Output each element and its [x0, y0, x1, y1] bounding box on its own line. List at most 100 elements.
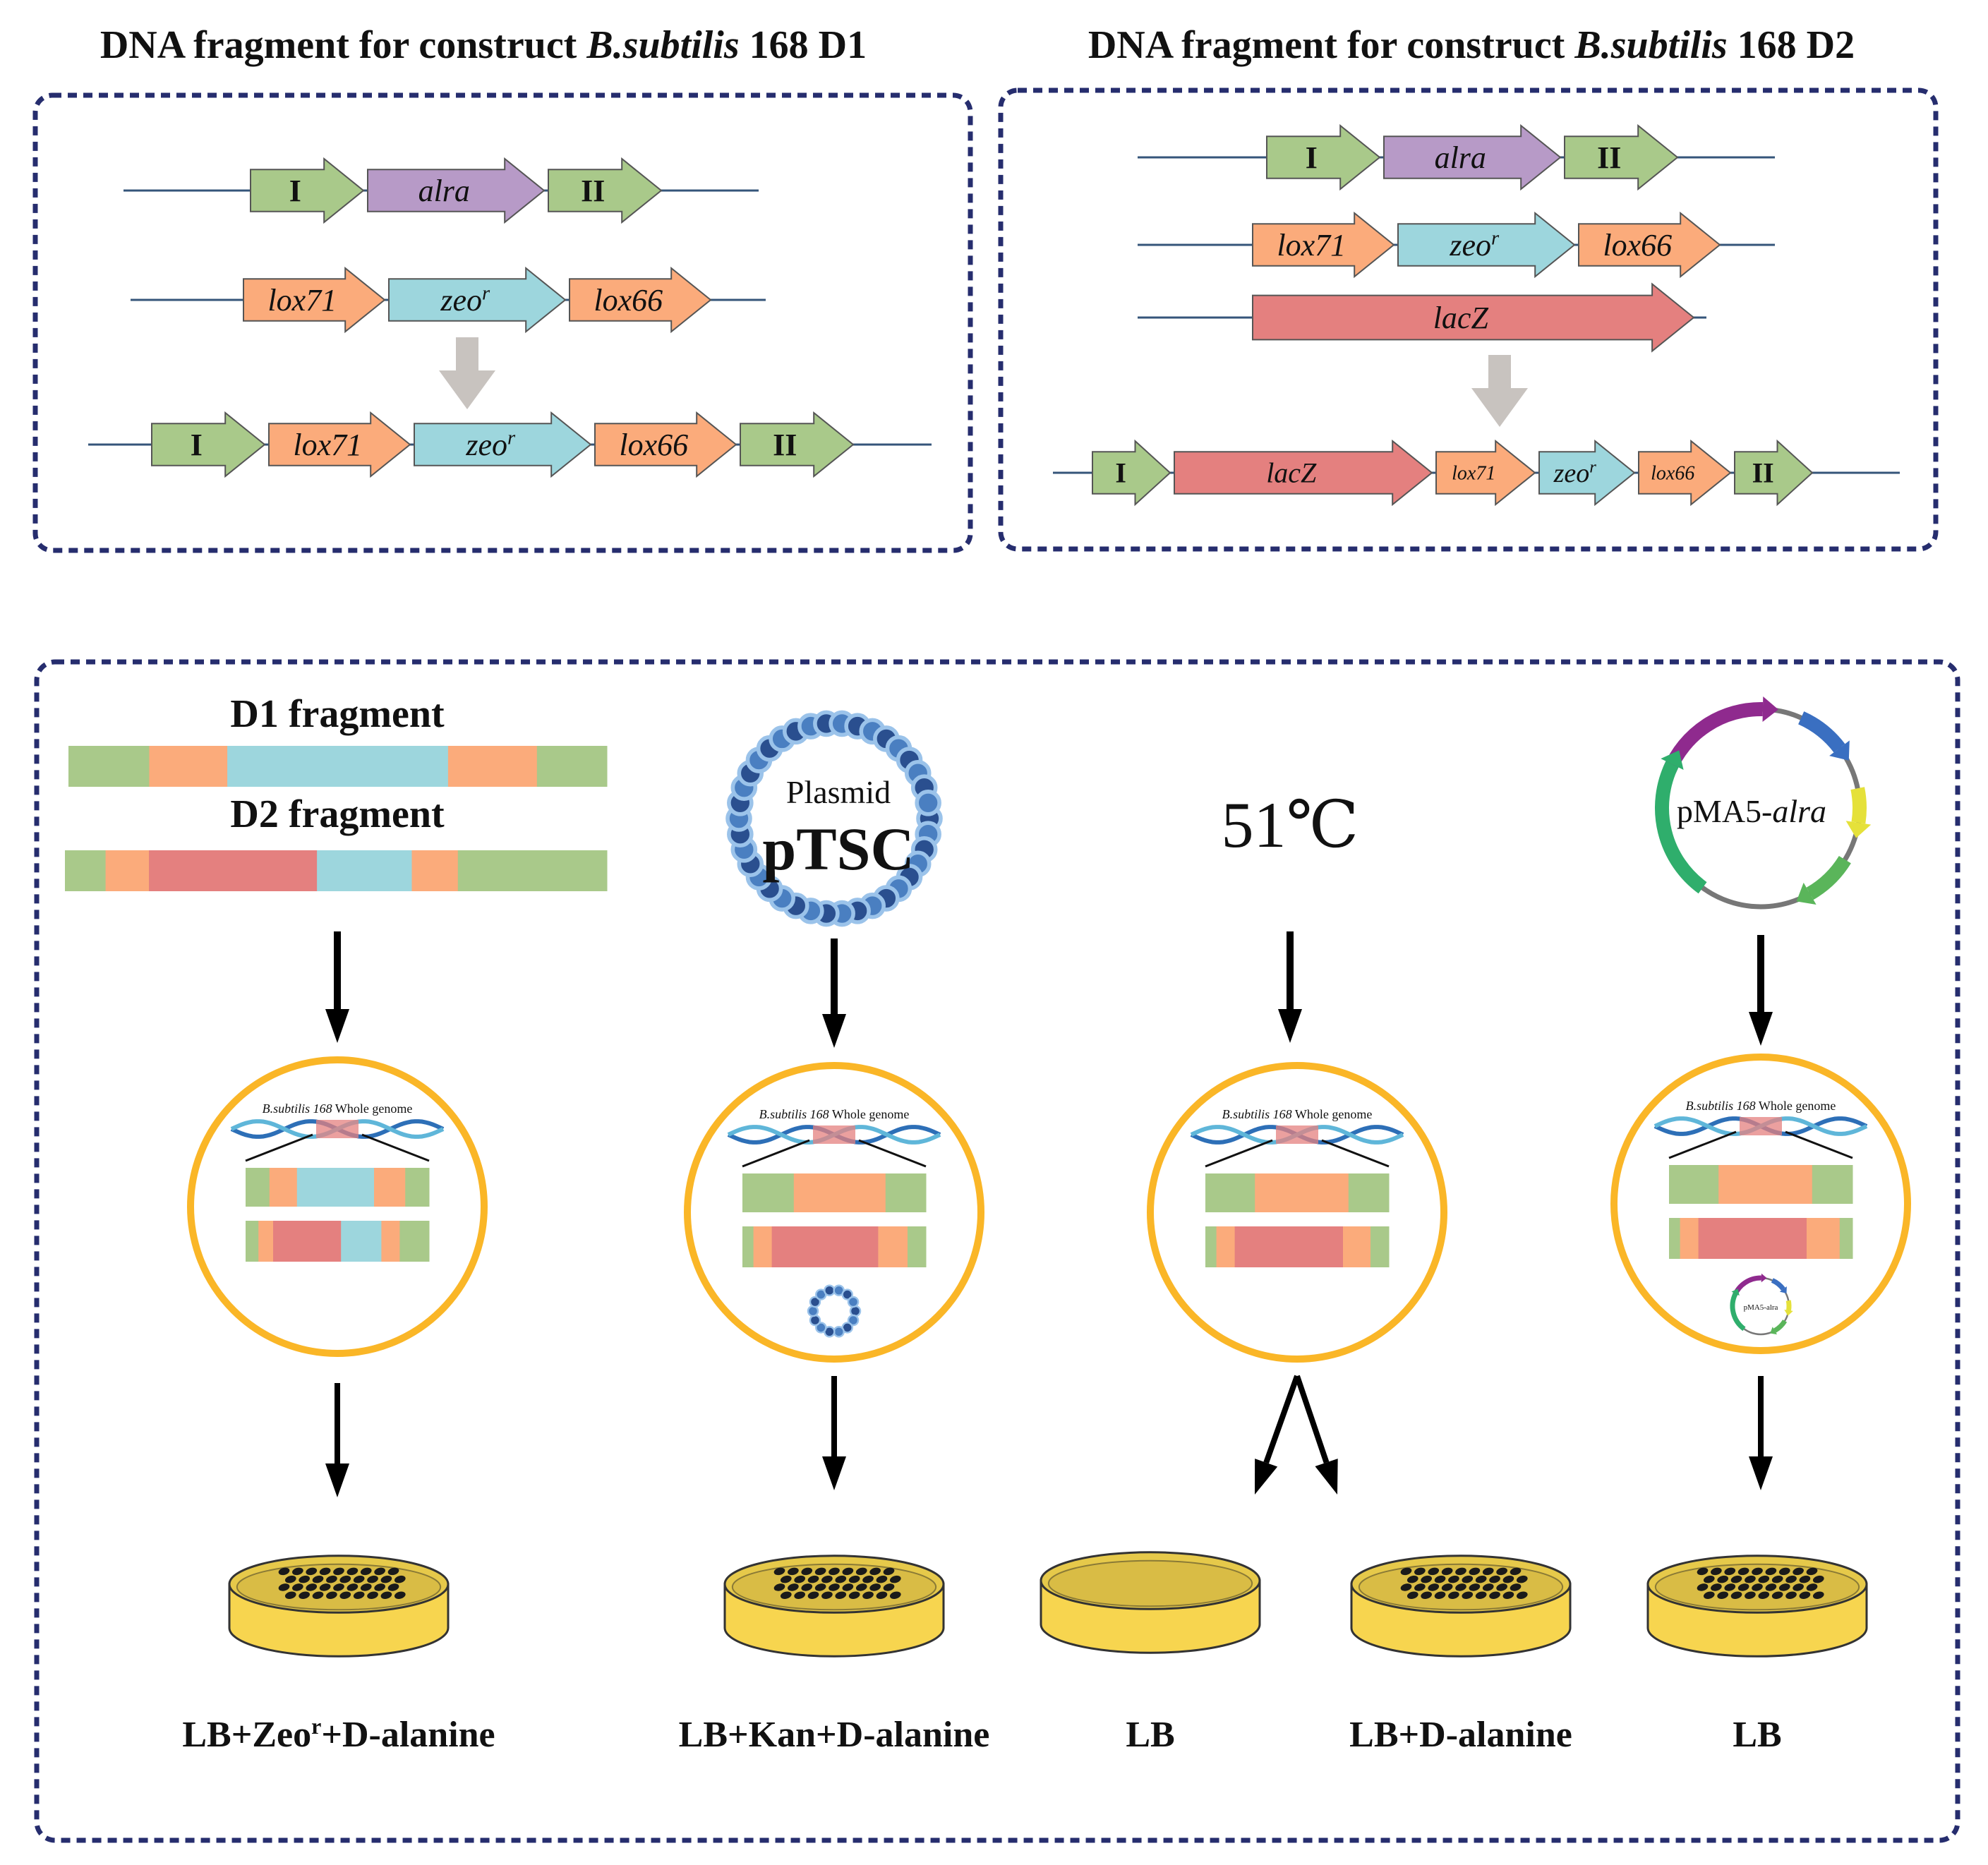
gene-zeo-arrow — [414, 411, 592, 478]
fragment-segment-orange — [374, 1168, 406, 1207]
panel-d1-border — [32, 92, 973, 553]
gene-ii-arrow — [1564, 123, 1679, 191]
fragment-segment-orange — [1680, 1218, 1699, 1259]
fragment-segment-red — [1698, 1218, 1807, 1259]
fragment-segment-orange — [149, 746, 228, 787]
fragment-segment-orange — [381, 1221, 400, 1262]
fragment-segment-green — [1839, 1218, 1853, 1259]
petri-dish-4 — [1350, 1555, 1572, 1658]
fragment-segment-orange — [411, 850, 459, 891]
gene-alra-label: alra — [1435, 140, 1486, 175]
fragment-segment-green — [457, 850, 608, 891]
fragment-segment-green — [1205, 1173, 1255, 1212]
gene-i-label: I — [1115, 457, 1126, 489]
gene-ii-arrow — [740, 411, 855, 478]
fragment-segment-orange — [447, 746, 538, 787]
fragment-segment-green — [68, 746, 150, 787]
fragment-segment-red — [149, 850, 318, 891]
mini-plasmid-pma5 — [1730, 1273, 1793, 1336]
fragment-segment-orange — [793, 1173, 886, 1212]
process-arrow — [1749, 935, 1773, 1046]
process-arrow — [822, 938, 846, 1048]
plasmid-pma5-ring — [1655, 696, 1872, 910]
process-arrow — [325, 931, 349, 1043]
gene-lacz-label: lacZ — [1433, 301, 1489, 335]
genome-locus-bar-1 — [246, 1168, 430, 1207]
gene-zeo-label: zeor — [440, 283, 490, 318]
genome-label: B.subtilis 168 Whole genome — [1686, 1099, 1836, 1113]
petri-dish-1 — [228, 1555, 450, 1658]
cell-circle-2: B.subtilis 168 Whole genome — [684, 1062, 984, 1363]
gene-lox66-label: lox66 — [1651, 463, 1694, 485]
fragment-segment-green — [1812, 1165, 1853, 1204]
d2-fragment-label: D2 fragment — [230, 792, 445, 836]
medium-label-4: LB+D-alanine — [1349, 1715, 1572, 1755]
gene-ii-label: II — [773, 428, 797, 462]
gene-alra-label: alra — [418, 174, 470, 208]
gene-lox66-label: lox66 — [1603, 228, 1672, 262]
gene-i-label: I — [1306, 140, 1318, 175]
d1-fragment-bar — [68, 746, 608, 787]
fragment-segment-orange — [1718, 1165, 1813, 1204]
gene-lox66-label: lox66 — [594, 283, 663, 318]
gene-lox71-arrow — [243, 266, 386, 334]
gene-lox66-arrow — [1638, 439, 1732, 507]
fragment-segment-green — [885, 1173, 927, 1212]
plasmid-pma5-label: pMA5-alra — [1677, 793, 1826, 829]
genome-helix — [1190, 1125, 1404, 1145]
fragment-segment-orange — [269, 1168, 298, 1207]
genome-helix — [1653, 1116, 1868, 1136]
temperature-label: 51℃ — [1222, 789, 1359, 861]
gene-ii-label: II — [581, 174, 605, 208]
fragment-segment-red — [273, 1221, 342, 1262]
petri-dish-2 — [723, 1555, 945, 1658]
gene-lox66-arrow — [594, 411, 737, 478]
gene-ii-arrow — [548, 157, 663, 224]
gene-lacz-arrow — [1174, 439, 1433, 507]
fragment-segment-red — [1234, 1226, 1344, 1267]
d2-fragment-bar — [65, 850, 608, 891]
fragment-segment-cyan — [227, 746, 449, 787]
process-arrow — [1294, 1375, 1338, 1495]
genome-locus-bar-1 — [1205, 1173, 1390, 1212]
gene-lox71-label: lox71 — [267, 283, 337, 318]
fragment-segment-green — [246, 1168, 270, 1207]
gene-ii-arrow — [1734, 439, 1814, 507]
gene-lox71-arrow — [1435, 439, 1536, 507]
mini-plasmid-ptsc — [807, 1284, 862, 1338]
gene-alra-arrow — [1383, 123, 1562, 191]
fragment-segment-green — [742, 1173, 795, 1212]
fragment-segment-orange — [258, 1221, 274, 1262]
gene-i-label: I — [191, 428, 203, 462]
gene-ii-label: II — [1597, 140, 1621, 175]
fragment-segment-green — [1348, 1173, 1390, 1212]
cell-circle-1: B.subtilis 168 Whole genome — [187, 1056, 488, 1357]
genome-locus-bar-2 — [1205, 1226, 1390, 1267]
fragment-segment-green — [742, 1226, 754, 1267]
gene-zeo-label: zeor — [1553, 458, 1597, 488]
gene-zeo-arrow — [1538, 439, 1636, 507]
process-arrow — [1255, 1375, 1300, 1495]
plasmid-ptsc-line2: pTSC — [762, 815, 914, 883]
process-arrow — [1749, 1376, 1773, 1490]
genome-insert-region — [316, 1120, 359, 1138]
genome-locus-bar-2 — [742, 1226, 927, 1267]
panel-d2-title: DNA fragment for construct B.subtilis 16… — [1088, 23, 1855, 67]
genome-locus-bar-1 — [742, 1173, 927, 1212]
genome-insert-region — [1276, 1125, 1318, 1144]
fragment-segment-green — [65, 850, 107, 891]
fragment-segment-cyan — [317, 850, 413, 891]
fragment-segment-orange — [1255, 1173, 1349, 1212]
gene-lox66-arrow — [1578, 211, 1721, 279]
gene-i-label: I — [289, 174, 301, 208]
genome-locus-bar-2 — [246, 1221, 430, 1262]
assembly-arrow — [439, 337, 495, 409]
panel-workflow-border — [34, 659, 1960, 1843]
fragment-segment-orange — [1343, 1226, 1371, 1267]
genome-label: B.subtilis 168 Whole genome — [1222, 1107, 1373, 1121]
colonies — [1697, 1567, 1824, 1599]
gene-lox66-label: lox66 — [619, 428, 688, 462]
gene-lox71-label: lox71 — [1277, 228, 1346, 262]
